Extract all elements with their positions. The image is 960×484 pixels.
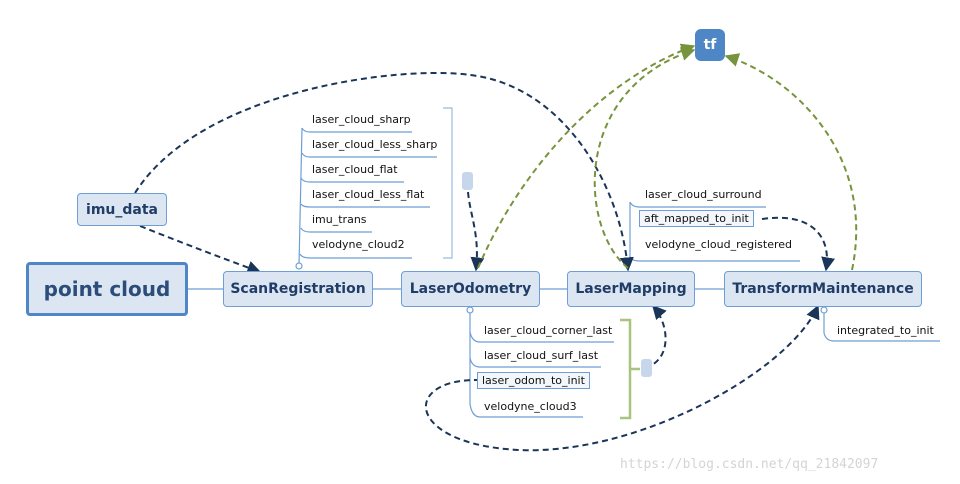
tf-node[interactable]: tf <box>695 29 725 61</box>
topic-laser-cloud-surf-last[interactable]: laser_cloud_surf_last <box>484 349 599 362</box>
topic-laser-cloud-sharp[interactable]: laser_cloud_sharp <box>312 113 411 126</box>
point-cloud-node[interactable]: point cloud <box>26 262 188 316</box>
arrow-odometry-to-tf <box>477 43 696 269</box>
arrow-transform-to-tf <box>724 53 858 271</box>
arrow-imu-to-mapping <box>134 72 634 272</box>
topic-laser-cloud-flat[interactable]: laser_cloud_flat <box>312 163 398 176</box>
topic-laser-cloud-less-flat[interactable]: laser_cloud_less_flat <box>312 188 425 201</box>
collapse-indicator[interactable] <box>462 172 473 190</box>
arrow-imu-to-scanreg <box>139 225 262 275</box>
scan-registration-node[interactable]: ScanRegistration <box>223 271 373 307</box>
laser-mapping-node[interactable]: LaserMapping <box>567 271 695 307</box>
arrow-odom-to-transform <box>425 304 820 452</box>
transform-maintenance-tree <box>820 306 940 342</box>
topic-imu-trans[interactable]: imu_trans <box>312 213 367 226</box>
scan-registration-tree <box>295 127 437 270</box>
laser-odometry-bracket <box>620 318 640 420</box>
topic-aft-mapped-to-init[interactable]: aft_mapped_to_init <box>639 210 754 227</box>
topic-laser-cloud-less-sharp[interactable]: laser_cloud_less_sharp <box>312 138 438 151</box>
topic-laser-odom-to-init[interactable]: laser_odom_to_init <box>477 372 590 389</box>
arrow-aft-mapped-to-transform <box>761 216 836 272</box>
laser-odometry-node[interactable]: LaserOdometry <box>401 271 540 307</box>
topic-laser-cloud-surround[interactable]: laser_cloud_surround <box>645 188 762 201</box>
topic-velodyne-cloud3[interactable]: velodyne_cloud3 <box>484 400 577 413</box>
watermark-text: https://blog.csdn.net/qq_21842097 <box>620 457 879 472</box>
arrow-bracket-to-odometry <box>467 191 485 272</box>
laser-odometry-tree <box>466 306 614 418</box>
scan-registration-bracket <box>443 107 453 259</box>
arrow-mapping-to-tf <box>593 47 696 269</box>
transform-maintenance-node[interactable]: TransformMaintenance <box>724 271 922 307</box>
topic-integrated-to-init[interactable]: integrated_to_init <box>837 324 934 337</box>
dark-dashed-arrows <box>134 72 836 452</box>
green-dashed-arrows <box>477 43 858 271</box>
collapse-indicator[interactable] <box>641 359 652 377</box>
topic-laser-cloud-corner-last[interactable]: laser_cloud_corner_last <box>484 324 613 337</box>
imu-data-node[interactable]: imu_data <box>77 193 167 226</box>
topic-velodyne-cloud2[interactable]: velodyne_cloud2 <box>312 238 405 251</box>
topic-velodyne-cloud-registered[interactable]: velodyne_cloud_registered <box>645 238 793 251</box>
